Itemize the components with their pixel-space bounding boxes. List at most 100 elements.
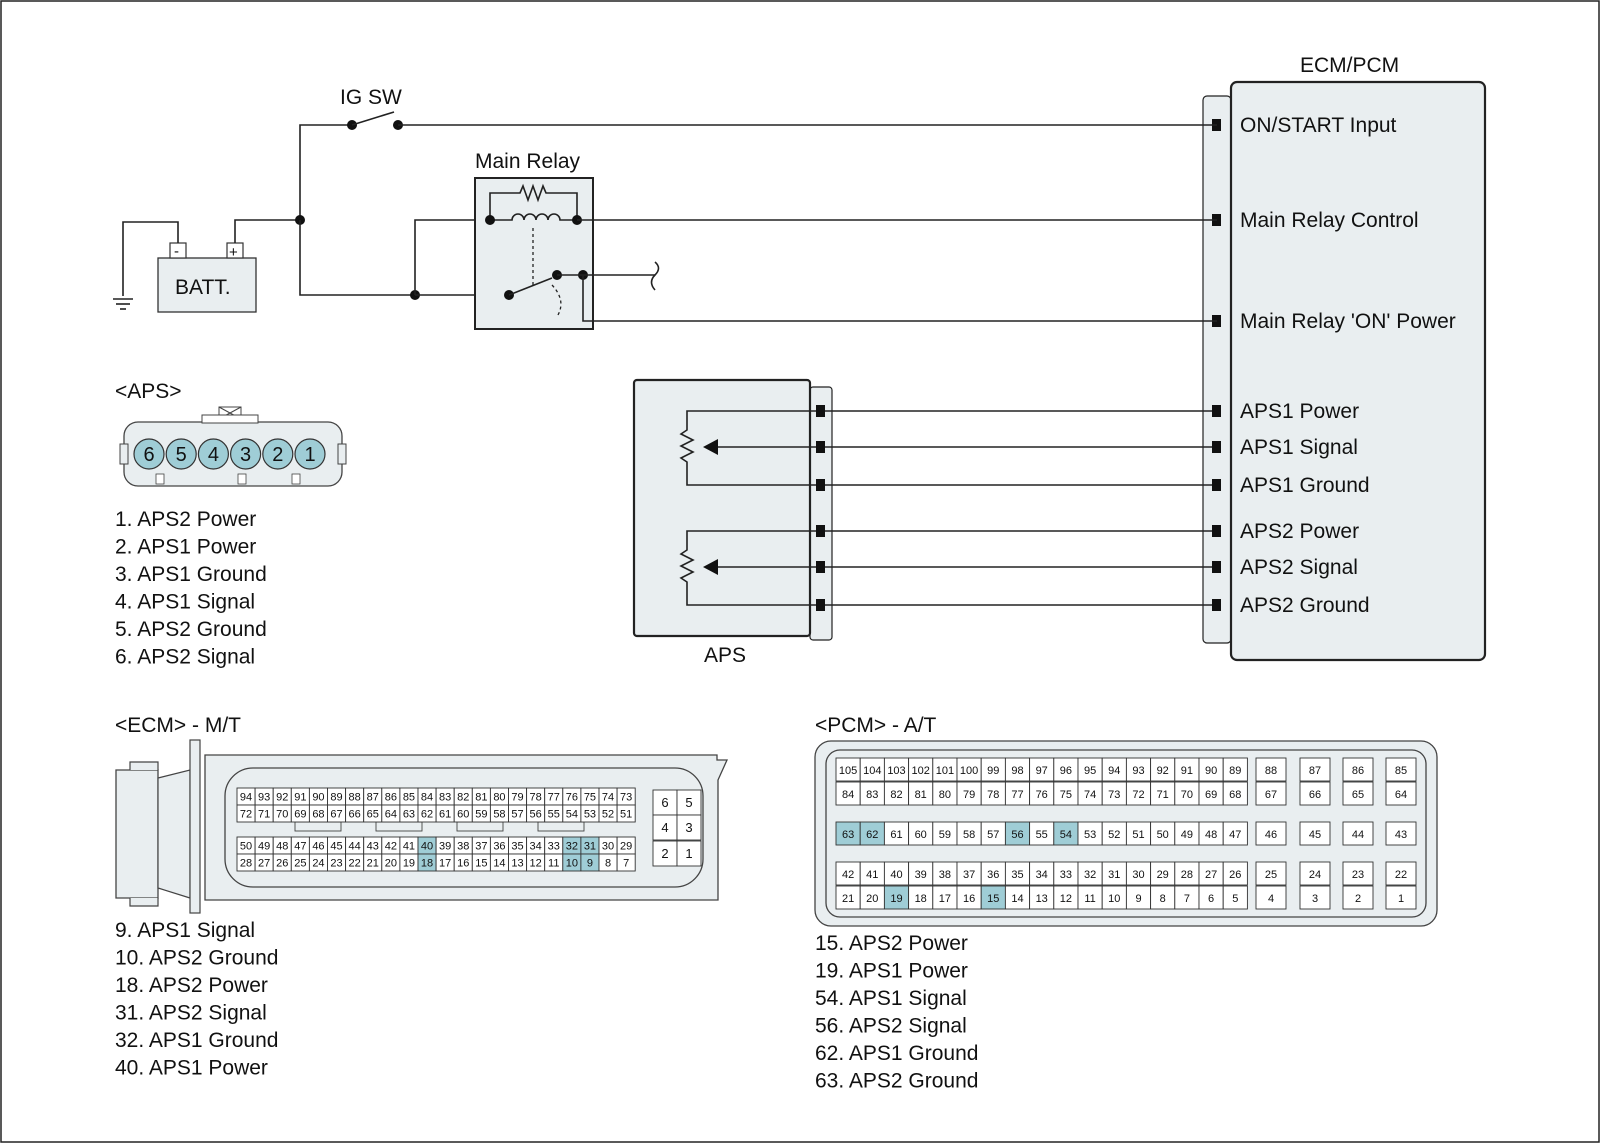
ecm-pin-number: 67 [330, 809, 342, 821]
ecm-pin-number: 19 [403, 858, 415, 870]
pcm-pin-number: 22 [1395, 869, 1407, 881]
ecm-pin-number: 30 [602, 841, 614, 853]
pcm-pin-number: 100 [960, 765, 978, 777]
pcm-pin-cell [1342, 885, 1374, 910]
pcm-pin-number: 42 [842, 869, 854, 881]
ecm-pin-number: 11 [548, 858, 559, 870]
pcm-pin-number: 7 [1184, 893, 1190, 905]
ecm-terminal-label: APS1 Ground [1240, 474, 1370, 497]
ecm-terminal-label: APS1 Signal [1240, 436, 1358, 459]
pcm-pin-number: 92 [1157, 765, 1169, 777]
pcm-pin-cell [1342, 861, 1374, 886]
pcm-pin-number: 26 [1229, 869, 1241, 881]
pcm-pin-number: 61 [890, 829, 902, 841]
ecm-pin-number: 85 [403, 792, 415, 804]
pcm-pin-number: 74 [1084, 789, 1096, 801]
ecm-pin-number: 92 [276, 792, 288, 804]
pcm-pin-number: 43 [1395, 829, 1407, 841]
aps-harness-wires [825, 410, 1212, 606]
pcm-pin-number: 53 [1084, 829, 1096, 841]
ecm-pin-number: 54 [566, 809, 578, 821]
pcm-pin-number: 97 [1036, 765, 1048, 777]
ecm-pin-number: 37 [475, 841, 487, 853]
pcm-pin-number: 32 [1084, 869, 1096, 881]
pcm-pin-number: 87 [1309, 765, 1321, 777]
ecm-pin-number: 31 [584, 841, 596, 853]
aps-sensor-unit: APS [632, 378, 833, 667]
ecm-pin-number: 24 [312, 858, 324, 870]
pcm-pin-number: 14 [1011, 893, 1023, 905]
ecm-pin-number: 44 [349, 841, 361, 853]
ecm-pin-number: 28 [240, 858, 252, 870]
ecm-pin-number: 59 [475, 809, 487, 821]
ecm-pin-number: 66 [349, 809, 361, 821]
pcm-pin-number: 98 [1011, 765, 1023, 777]
ecm-pin-number: 65 [367, 809, 379, 821]
aps-connector-pin-number: 4 [208, 444, 219, 466]
ecm-pin-number: 17 [439, 858, 451, 870]
ecm-pin-number: 80 [493, 792, 505, 804]
pcm-pin-cell [1385, 757, 1417, 782]
pcm-pin-number: 16 [963, 893, 975, 905]
ecm-terminal-pin [1212, 561, 1221, 573]
ecm-terminal-label: Main Relay Control [1240, 209, 1419, 232]
pcm-pin-number: 96 [1060, 765, 1072, 777]
pcm-pin-cell [1222, 861, 1248, 886]
pcm-pin-number: 18 [915, 893, 927, 905]
ecm-pin-number: 41 [403, 841, 415, 853]
pcm-pin-number: 49 [1181, 829, 1193, 841]
ecm-pin-number: 29 [620, 841, 632, 853]
ecm-pin-number: 3 [685, 820, 692, 835]
pcm-pin-number: 2 [1355, 893, 1361, 905]
ecm-pin-number: 7 [623, 858, 629, 870]
ecm-pin-number: 40 [421, 841, 433, 853]
ecm-pin-number: 68 [312, 809, 324, 821]
ecm-pin-number: 52 [602, 809, 614, 821]
pcm-pin-number: 68 [1229, 789, 1241, 801]
pcm-pin-number: 6 [1208, 893, 1214, 905]
battery-minus-sign: - [174, 243, 179, 260]
pcm-pin-number: 89 [1229, 765, 1241, 777]
pcm-pin-number: 37 [963, 869, 975, 881]
ecm-pin-number: 60 [457, 809, 469, 821]
ig-switch-label: IG SW [340, 86, 402, 109]
aps-unit-pin [816, 561, 825, 573]
ecm-terminal-pin [1212, 525, 1221, 537]
ecm-pin-number: 16 [457, 858, 469, 870]
ecm-pin-number: 4 [661, 820, 668, 835]
ecm-pin-number: 57 [511, 809, 523, 821]
ecm-pin-number: 77 [548, 792, 560, 804]
pcm-pin-number: 86 [1352, 765, 1364, 777]
ecm-pin-number: 63 [403, 809, 415, 821]
ecm-pin-number: 89 [330, 792, 342, 804]
pcm-pin-number: 11 [1084, 893, 1095, 905]
ecm-pin-number: 72 [240, 809, 252, 821]
pcm-pin-number: 48 [1205, 829, 1217, 841]
pcm-pin-number: 23 [1352, 869, 1364, 881]
ecm-pin-number: 87 [367, 792, 379, 804]
pcm-pin-number: 39 [915, 869, 927, 881]
pin-legend-item: 15. APS2 Power [815, 932, 968, 955]
ecm-pin-number: 56 [530, 809, 542, 821]
pcm-pin-number: 24 [1309, 869, 1321, 881]
ecm-pin-number: 86 [385, 792, 397, 804]
ecm-pin-number: 74 [602, 792, 614, 804]
pcm-pin-cell [1342, 781, 1374, 806]
pcm-pin-number: 56 [1011, 829, 1023, 841]
battery: - + BATT. [157, 242, 257, 313]
ecm-pin-number: 22 [349, 858, 361, 870]
ecm-pin-number: 18 [421, 858, 433, 870]
ecm-pin-number: 79 [511, 792, 523, 804]
battery-plus-sign: + [229, 244, 238, 261]
pcm-pin-number: 3 [1312, 893, 1318, 905]
pin-legend-item: 18. APS2 Power [115, 974, 268, 997]
pcm-pin-number: 1 [1398, 893, 1404, 905]
aps-connector-pin [262, 438, 294, 470]
pin-legend-item: 56. APS2 Signal [815, 1015, 967, 1038]
pcm-pin-cell [1222, 821, 1248, 846]
ecm-terminal-pin [1212, 405, 1221, 417]
pcm-pin-number: 94 [1108, 765, 1120, 777]
